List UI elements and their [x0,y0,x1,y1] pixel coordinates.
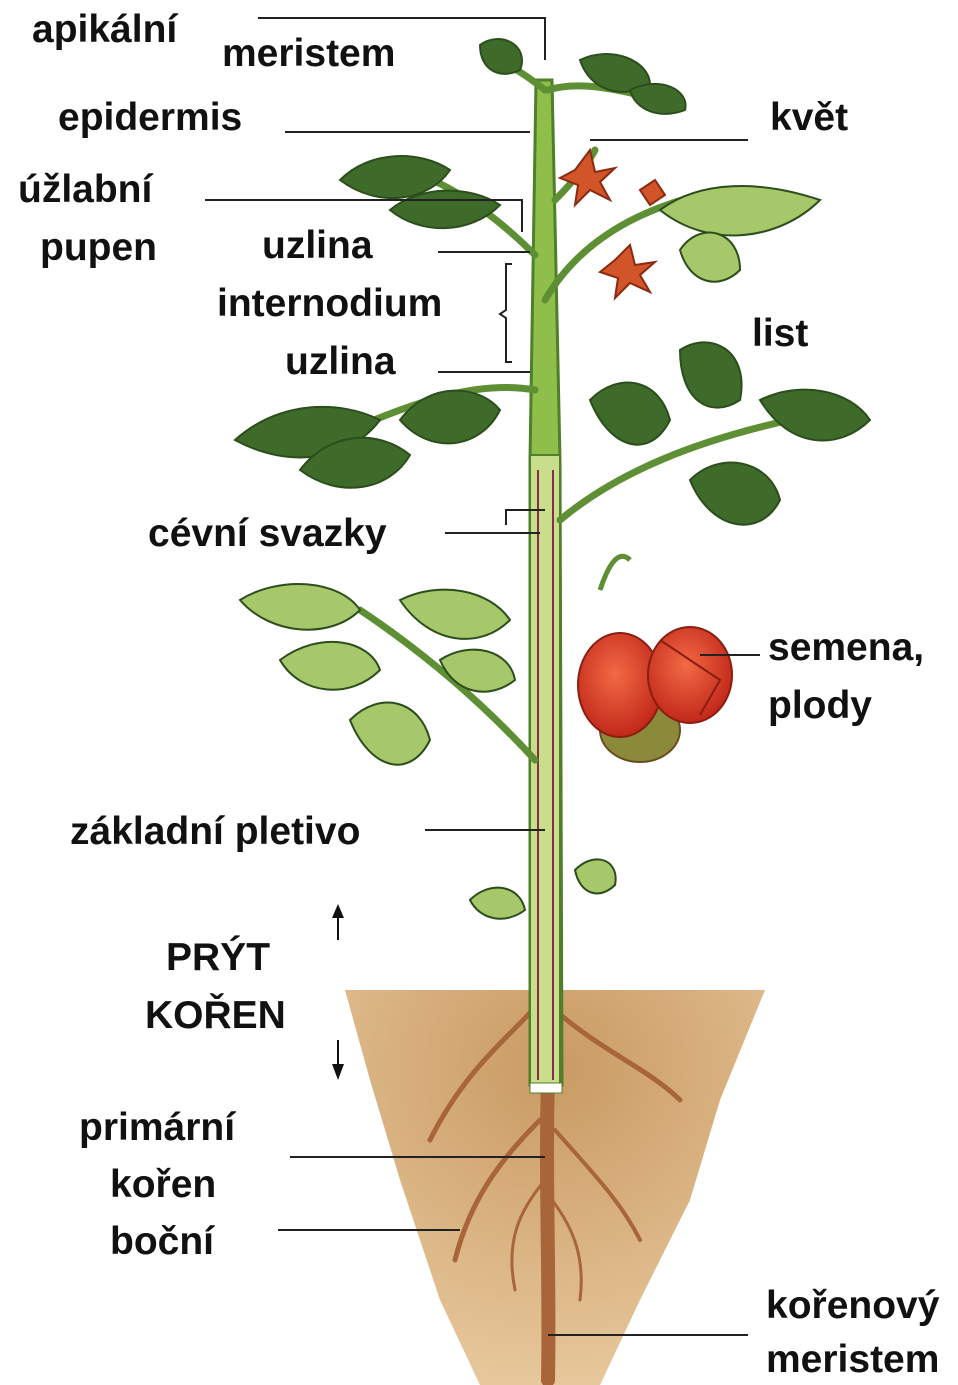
label-koren-lower: kořen [110,1165,216,1204]
label-plody: plody [768,686,872,725]
flower-1 [560,150,615,205]
arrow-up-head [332,904,344,918]
label-bocni: boční [110,1222,214,1261]
label-primarni: primární [79,1108,235,1147]
label-uzlina-1: uzlina [262,226,373,265]
flower-2 [600,245,655,298]
label-pupen: pupen [40,228,157,267]
tomato-fruit [578,556,732,762]
label-zakladni-pletivo: základní pletivo [70,812,360,851]
label-epidermis: epidermis [58,98,242,137]
flower-3 [640,180,665,205]
label-uzlabni: úžlabní [18,170,152,209]
label-cevni-svazky: cévní svazky [148,514,387,553]
label-internodium: internodium [217,284,442,323]
shoot-root-arrows [332,904,344,1080]
stem-root-boundary [530,1083,562,1093]
flowers [560,150,665,298]
label-semena: semena, [768,628,924,667]
arrow-down-head [332,1064,344,1080]
stem-cross-section [530,455,560,1085]
label-uzlina-2: uzlina [285,342,396,381]
leader-internodium [500,264,512,362]
label-pryt: PRÝT [166,938,270,977]
label-koren: KOŘEN [145,996,286,1035]
label-list: list [752,314,808,353]
label-meristem-top: meristem [222,34,395,73]
label-meristem-bottom: meristem [766,1340,939,1379]
label-kvet: květ [770,98,848,137]
label-apikalni: apikální [32,10,177,49]
label-korenovy: kořenový [766,1286,939,1325]
